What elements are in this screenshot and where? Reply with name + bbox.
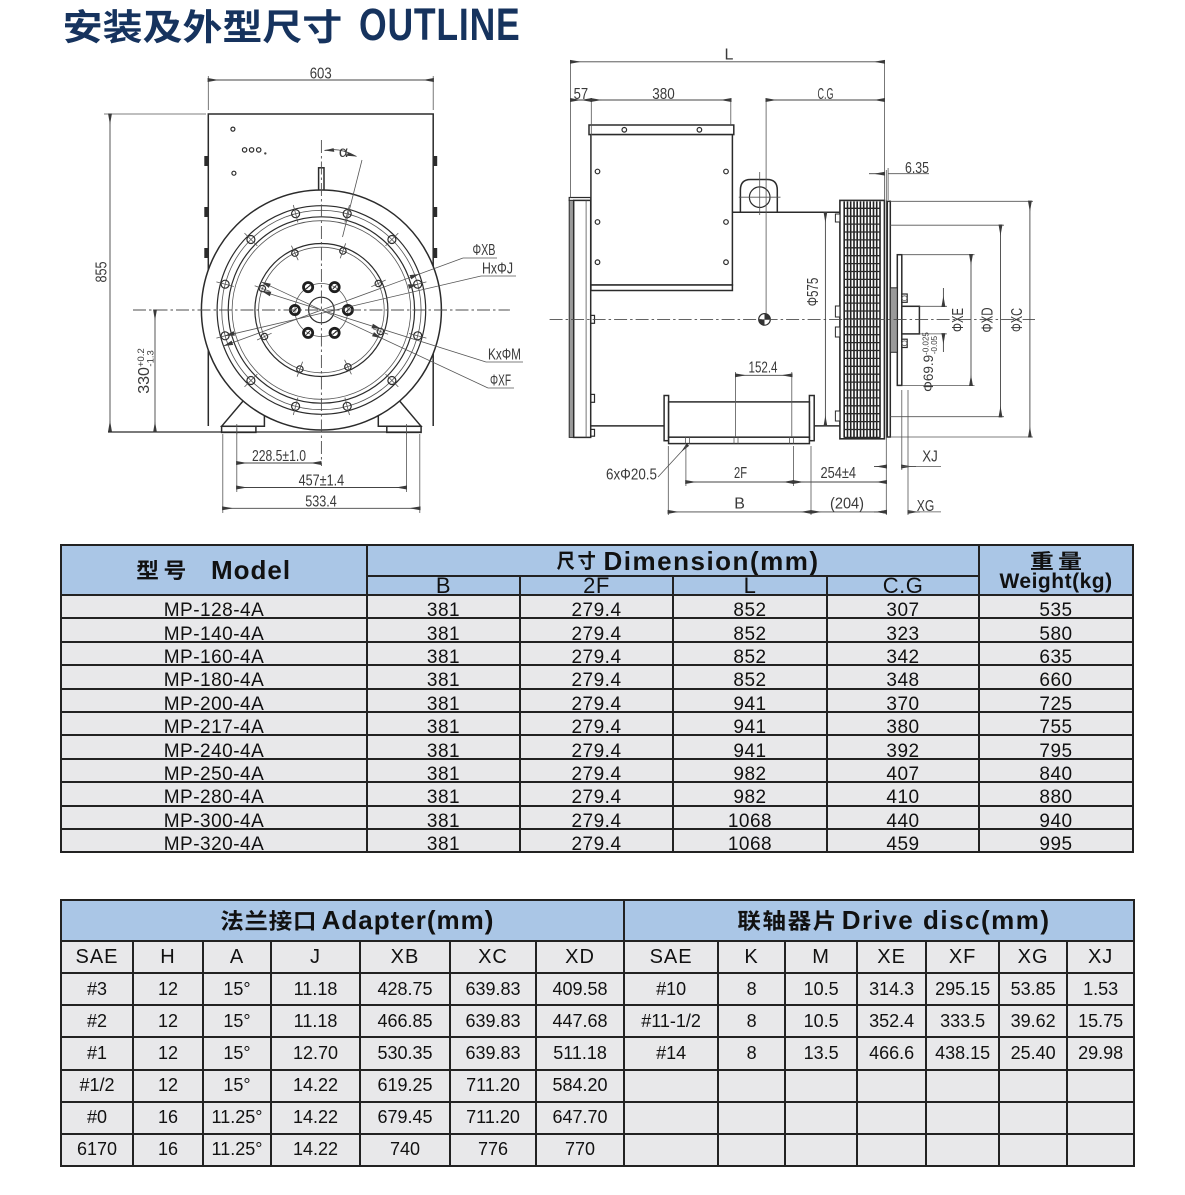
svg-text:XJ: XJ [922,449,938,466]
svg-text:6.35: 6.35 [905,160,929,177]
svg-text:Φ575: Φ575 [805,278,822,307]
svg-text:330+0.2-1.3: 330+0.2-1.3 [136,348,157,393]
svg-text:HxΦJ: HxΦJ [482,261,513,278]
svg-text:57: 57 [574,86,589,103]
svg-text:2F: 2F [734,465,747,482]
svg-text:L: L [725,47,734,64]
svg-text:ΦXE: ΦXE [950,308,967,332]
svg-text:228.5±1.0: 228.5±1.0 [252,448,306,465]
svg-text:6xΦ20.5: 6xΦ20.5 [606,467,657,484]
svg-text:ΦXC: ΦXC [1009,308,1026,332]
svg-text:C.G: C.G [818,86,834,103]
svg-text:ΦXD: ΦXD [980,308,997,333]
svg-text:533.4: 533.4 [305,494,337,511]
svg-text:B: B [734,496,745,513]
svg-text:Φ69.9-0.025-0.05: Φ69.9-0.025-0.05 [921,332,939,392]
svg-text:457±1.4: 457±1.4 [299,473,345,490]
svg-text:380: 380 [652,86,675,103]
svg-text:ΦXF: ΦXF [490,373,511,390]
svg-text:152.4: 152.4 [749,360,778,377]
svg-text:KxΦM: KxΦM [488,347,521,364]
svg-text:α: α [339,144,348,161]
svg-text:254±4: 254±4 [821,465,857,482]
svg-text:603: 603 [310,65,332,82]
svg-text:(204): (204) [830,496,864,513]
svg-text:ΦXB: ΦXB [473,242,496,259]
svg-text:855: 855 [94,261,111,282]
svg-text:XG: XG [917,498,935,515]
